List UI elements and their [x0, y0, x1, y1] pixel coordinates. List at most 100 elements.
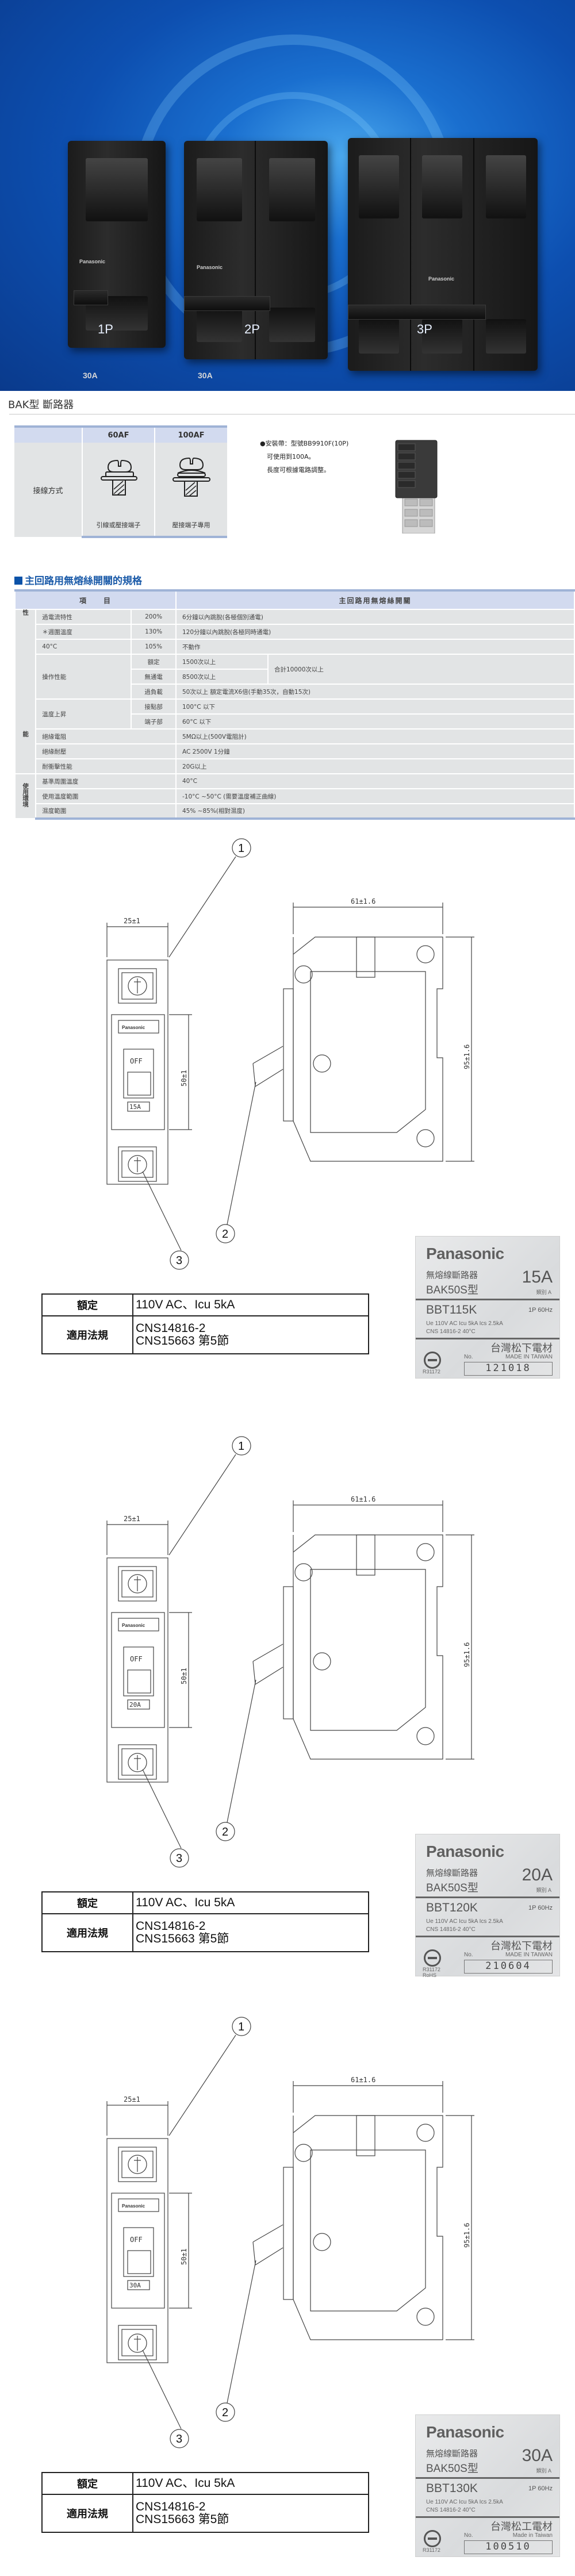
nameplate-made-in: Made in Taiwan: [512, 2532, 553, 2539]
row-label-connection: 接線方式: [14, 443, 82, 537]
spec-table: 項 目 主回路用無熔絲開關 性 能 過電流特性 200% 6分鐘以內跳脫(各極個…: [14, 589, 575, 820]
breaker-3p-photo: Panasonic 30A: [348, 138, 538, 371]
spec-row: 端子部 60°C 以下: [15, 713, 575, 730]
rating-key: 額定: [41, 1891, 133, 1914]
device-brand: Panasonic: [79, 259, 106, 264]
nameplate-freq: 1P 60Hz: [528, 2485, 553, 2492]
spec-label: 耐衝擊性能: [35, 758, 177, 774]
group-performance: 性 能: [14, 609, 37, 774]
spec-value: 不動作: [175, 639, 575, 655]
spec-section-title: 主回路用無熔絲開關的規格: [14, 573, 142, 587]
spec-row: 操作性能 額定 1500次以上 合計10000次以上: [15, 654, 575, 700]
spec-row: 溫度上昇 接點部 100°C 以下: [15, 698, 575, 730]
nameplate-model: BAK50S型: [426, 2463, 478, 2475]
spec-row: 絕緣電阻 5MΩ以上(500V電阻計): [15, 728, 575, 744]
spec-value: AC 2500V 1分鐘: [175, 743, 575, 759]
terminal-screw-lead-icon: [82, 443, 155, 514]
nameplate-model: BAK50S型: [426, 1284, 478, 1296]
dim-handle-height: 50±1: [180, 2248, 188, 2265]
spec-label: 使用溫度範圍: [35, 788, 177, 804]
spec-label: 基準周圍溫度: [35, 773, 177, 789]
device-brand: Panasonic: [122, 1623, 145, 1628]
spec-label: 過電流特性: [35, 609, 132, 625]
dim-side-width: 61±1.6: [351, 1495, 375, 1503]
certification-mark-icon: [424, 1949, 441, 1967]
nameplate-code: BBT130K: [426, 2482, 478, 2495]
callout-2: 2: [222, 2406, 228, 2419]
rating-key: 額定: [41, 2472, 133, 2495]
rating-key: 適用法規: [41, 1315, 133, 1354]
mounting-note: ●安裝帶：型號BB9910F(10P) 可使用到100A。 長度可根據電路調整。: [260, 437, 348, 477]
dim-side-height: 95±1.6: [463, 2223, 471, 2248]
spec-value: 40°C: [175, 773, 575, 789]
spec-value: 5MΩ以上(500V電阻計): [175, 728, 575, 744]
nameplate-reg-code: R31172: [423, 2547, 440, 2553]
spec-sub: 接點部: [131, 698, 177, 715]
dim-side-height: 95±1.6: [463, 1045, 471, 1069]
rating-value-line: CNS14816-2: [136, 1322, 206, 1335]
breaker-2p-photo: Panasonic 30A: [184, 141, 328, 380]
front-view-body: [106, 959, 168, 1185]
callout-3: 3: [176, 1852, 182, 1865]
label-3p: 3P: [417, 322, 432, 336]
spec-sub: 105%: [131, 639, 177, 655]
device-state: OFF: [130, 1655, 143, 1663]
callout-3: 3: [176, 1254, 182, 1267]
callout-1: 1: [238, 2021, 244, 2033]
nameplate-registration: R31172: [423, 2547, 440, 2553]
spec-value: 20G以上: [175, 758, 575, 774]
side-view-body: [293, 1534, 443, 1760]
nameplate-divider: [416, 1338, 559, 1339]
nameplate-made-in: MADE IN TAIWAN: [505, 1354, 553, 1360]
nameplate-brand: Panasonic: [426, 1842, 504, 1860]
spec-label: ＊週圍溫度: [35, 624, 132, 640]
dim-front-width: 25±1: [124, 917, 140, 925]
rating-value: 110V AC、Icu 5kA: [132, 2472, 369, 2495]
rating-value-line: CNS15663 第5節: [136, 1932, 229, 1945]
nameplate-standard: CNS 14816-2 40°C: [426, 1329, 476, 1335]
nameplate-type: 無熔線斷路器: [426, 2448, 478, 2459]
device-state: OFF: [130, 1057, 143, 1065]
nameplate-electrical: Ue 110V AC Icu 5kA Ics 2.5kA: [426, 1918, 503, 1925]
callout-2: 2: [222, 1228, 228, 1241]
device-rating: 30A: [198, 371, 213, 380]
spec-row: 40°C 105% 不動作: [15, 639, 575, 655]
spec-value: 100°C 以下: [175, 698, 575, 715]
callout-2: 2: [222, 1826, 228, 1838]
spec-row: 濕度範圍 45% ~85%(相對濕度): [15, 803, 575, 820]
spec-row: 絕緣耐壓 AC 2500V 1分鐘: [15, 743, 575, 759]
nameplate-brand: Panasonic: [426, 1245, 504, 1262]
callout-3: 3: [176, 2433, 182, 2446]
label-2p: 2P: [244, 322, 260, 336]
device-brand: Panasonic: [122, 1025, 145, 1030]
rating-key: 適用法規: [41, 2494, 133, 2533]
spec-row: 性 能 過電流特性 200% 6分鐘以內跳脫(各極個別通電): [14, 609, 575, 774]
device-brand: Panasonic: [197, 264, 223, 270]
mounting-note-line: 可使用到100A。: [267, 453, 315, 460]
spec-label: 絕緣電阻: [35, 728, 177, 744]
drawing-section-1: 25±1 50±1 61±1.6 95±1.6 Panasonic OFF 15…: [0, 822, 575, 1397]
nameplate-reg-code: R31172: [423, 1967, 440, 1972]
group-environment: 使用環境: [14, 773, 37, 819]
nameplate-rohs: RoHS: [423, 1972, 437, 1978]
mounting-note-line: 長度可根據電路調整。: [267, 466, 330, 474]
rating-row: 額定 110V AC、Icu 5kA: [41, 1293, 369, 1316]
rating-row: 額定 110V AC、Icu 5kA: [41, 1891, 369, 1914]
front-view-face: [111, 1612, 165, 1728]
row-label-text: 接線方式: [33, 486, 63, 496]
callout-1: 1: [238, 842, 244, 855]
spec-label: 絕緣耐壓: [35, 743, 177, 759]
nameplate-divider: [416, 1936, 559, 1937]
spec-sub: 端子部: [131, 713, 177, 730]
rating-value: 110V AC、Icu 5kA: [132, 1891, 369, 1914]
nameplate-registration: R31172: [423, 1369, 440, 1375]
front-view-body: [106, 2138, 168, 2363]
nameplate-reg-code: R31172: [423, 1369, 440, 1375]
nameplate-code: BBT120K: [426, 1901, 478, 1914]
spec-value: 8500次以上: [175, 669, 269, 685]
nameplate-no-label: No.: [464, 2532, 473, 2539]
